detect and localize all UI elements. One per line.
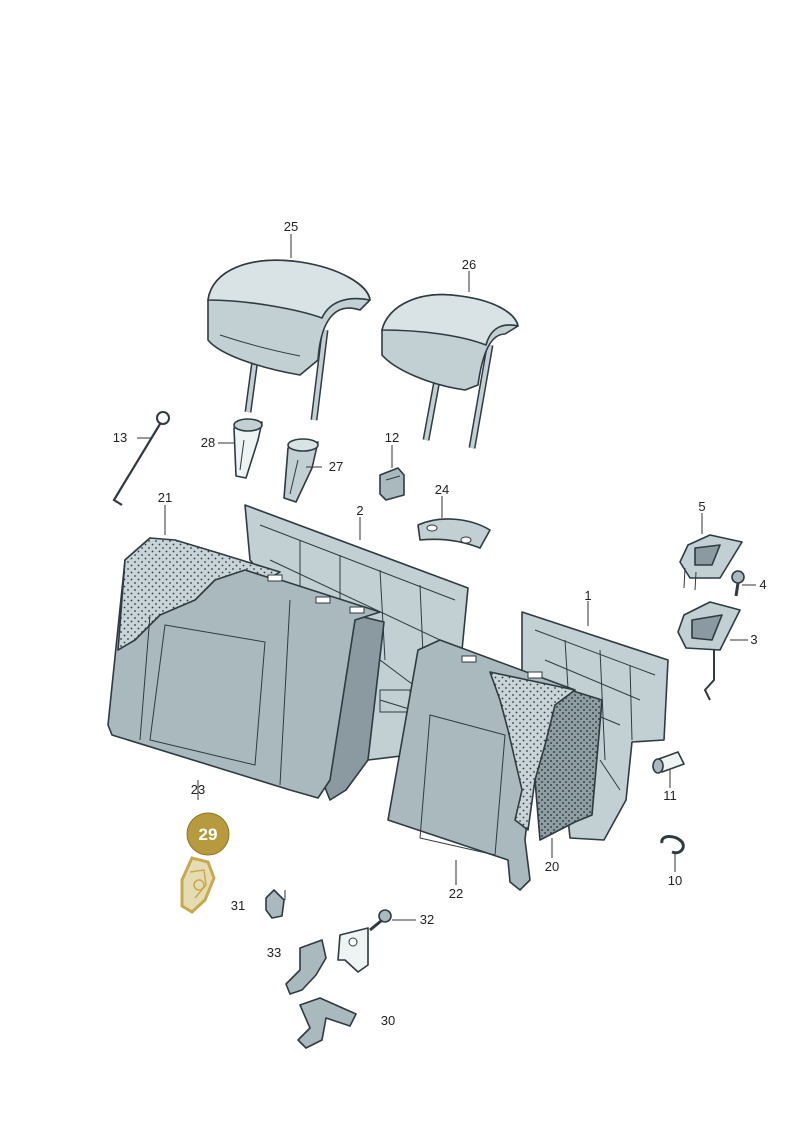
callout-label-24: 24 — [435, 482, 449, 497]
headrest-small — [381, 293, 519, 449]
callout-label-4: 4 — [759, 577, 766, 592]
cover-plate-24 — [417, 518, 491, 549]
wire-hook-13 — [112, 411, 170, 506]
callout-label-31: 31 — [231, 898, 245, 913]
bracket-33 — [285, 927, 369, 995]
callout-label-22: 22 — [449, 886, 463, 901]
clip-12 — [379, 467, 405, 501]
release-handle-5 — [679, 534, 743, 591]
callout-label-5: 5 — [698, 499, 705, 514]
callout-label-33: 33 — [267, 945, 281, 960]
callout-label-20: 20 — [545, 859, 559, 874]
callout-label-13: 13 — [113, 430, 127, 445]
screw-32 — [369, 909, 392, 932]
hinge-30 — [297, 997, 357, 1049]
callout-label-27: 27 — [329, 459, 343, 474]
callout-label-10: 10 — [668, 873, 682, 888]
backrest-cushion-23 — [107, 537, 385, 801]
headrest-large — [207, 259, 371, 421]
headrest-guide-27 — [283, 438, 319, 503]
bracket-31 — [265, 889, 285, 919]
backrest-cushion-22 — [387, 639, 603, 891]
callout-label-2: 2 — [356, 503, 363, 518]
part-29-highlighted[interactable] — [180, 856, 216, 914]
screw-4 — [731, 570, 745, 597]
callout-label-12: 12 — [385, 430, 399, 445]
callout-label-30: 30 — [381, 1013, 395, 1028]
callout-label-11: 11 — [663, 788, 677, 803]
callout-label-28: 28 — [201, 435, 215, 450]
callout-label-26: 26 — [462, 257, 476, 272]
callout-label-32: 32 — [420, 912, 434, 927]
callout-label-23: 23 — [191, 782, 205, 797]
plug-11 — [652, 751, 685, 774]
leader-lines — [137, 234, 756, 921]
callout-badge-29[interactable]: 29 — [186, 812, 230, 856]
callout-label-25: 25 — [284, 219, 298, 234]
callout-label-1: 1 — [584, 588, 591, 603]
callout-label-3: 3 — [750, 632, 757, 647]
release-handle-3 — [677, 601, 741, 701]
callout-label-21: 21 — [158, 490, 172, 505]
clip-10 — [660, 835, 685, 855]
headrest-guide-28 — [233, 418, 263, 479]
callout-labels: 25 26 13 28 27 12 24 21 2 1 5 4 3 11 10 … — [113, 219, 767, 1028]
callout-label-29: 29 — [199, 825, 218, 844]
